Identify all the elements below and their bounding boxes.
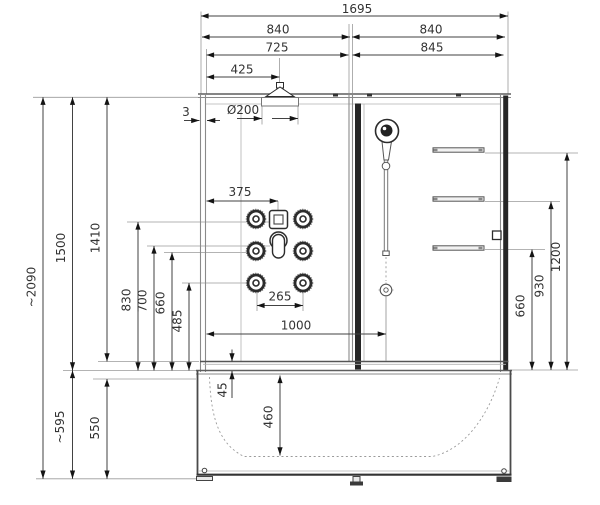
- shelves: [432, 147, 485, 251]
- svg-text:1695: 1695: [342, 2, 373, 16]
- jet: [245, 272, 267, 294]
- svg-text:45: 45: [216, 382, 230, 397]
- svg-text:845: 845: [421, 41, 444, 55]
- dim-glass-thickness: 3: [182, 105, 220, 124]
- svg-text:830: 830: [120, 289, 134, 312]
- dim-cabin-inner-height: 1410: [89, 97, 110, 362]
- cabin-frame: [198, 93, 511, 372]
- leader-lines: [33, 11, 578, 480]
- door-handle: [491, 230, 502, 241]
- tub-screw: [501, 468, 507, 474]
- svg-text:660: 660: [154, 292, 168, 315]
- door-roller: [333, 93, 338, 97]
- control-panel: [268, 209, 289, 259]
- svg-text:485: 485: [171, 310, 185, 333]
- svg-text:1500: 1500: [54, 233, 68, 264]
- tub-inner-outline: [209, 376, 500, 457]
- svg-text:Ø200: Ø200: [227, 103, 259, 117]
- dim-cabin-height: 1500: [54, 97, 76, 371]
- jet: [292, 208, 314, 230]
- dim-head-diameter: Ø200: [227, 103, 298, 122]
- dim-jet-row-bot: 485: [171, 283, 192, 371]
- dim-outlet-offset: 1000: [206, 319, 386, 337]
- dim-tub-height: ~595: [53, 370, 76, 479]
- svg-text:725: 725: [266, 41, 289, 55]
- door-roller: [367, 93, 372, 97]
- dim-total-height: ~2090: [25, 97, 46, 479]
- jet: [292, 272, 314, 294]
- dim-apron-height: 550: [88, 379, 110, 479]
- dim-rim-gap: 45: [216, 349, 235, 398]
- dim-panel-offset: 375: [206, 185, 278, 204]
- bathtub: [196, 369, 512, 486]
- mixer-lever: [271, 233, 286, 259]
- jet: [245, 240, 267, 262]
- tub-foot-left: [196, 476, 213, 481]
- dim-shelf-mid: 930: [533, 201, 554, 370]
- dim-jet-row-mid: 660: [154, 252, 175, 371]
- svg-text:3: 3: [182, 105, 190, 119]
- svg-text:1000: 1000: [281, 319, 312, 333]
- dim-shelf-bot: 660: [514, 249, 535, 370]
- svg-text:930: 930: [533, 275, 547, 298]
- jet: [292, 240, 314, 262]
- dim-inner-right: 845: [352, 41, 504, 58]
- svg-text:840: 840: [267, 23, 290, 37]
- rail-slider: [381, 161, 391, 171]
- tub-foot-right: [496, 476, 512, 482]
- dim-section-left: 840: [202, 23, 350, 40]
- jet: [245, 208, 267, 230]
- svg-text:265: 265: [269, 290, 292, 304]
- dim-tub-depth: 460: [262, 375, 283, 456]
- dim-jet-spacing: 265: [257, 290, 303, 309]
- dim-section-right: 840: [352, 23, 505, 40]
- svg-text:425: 425: [231, 63, 254, 77]
- tub-screw: [201, 467, 208, 474]
- svg-text:1410: 1410: [89, 223, 103, 254]
- svg-text:460: 460: [262, 406, 276, 429]
- dim-inner-left: 725: [206, 41, 349, 58]
- tub-foot-center-pad: [350, 481, 363, 486]
- svg-text:375: 375: [229, 185, 252, 199]
- svg-text:840: 840: [420, 23, 443, 37]
- dim-shelf-top: 1200: [549, 153, 570, 370]
- ceiling-shower-head: [261, 82, 299, 107]
- door-seal-bar: [355, 103, 361, 370]
- svg-text:~595: ~595: [53, 411, 67, 444]
- dim-jet-row-top: 830: [120, 222, 141, 371]
- svg-text:700: 700: [136, 290, 150, 313]
- massage-jets: [245, 208, 314, 294]
- hand-shower: [374, 118, 400, 361]
- door-roller: [456, 93, 461, 97]
- tub-foot-center: [352, 476, 361, 483]
- right-glass-bar: [503, 95, 509, 371]
- svg-text:~2090: ~2090: [25, 267, 39, 308]
- svg-text:660: 660: [514, 295, 528, 318]
- dim-mixer-height: 700: [136, 246, 157, 371]
- dim-head-offset: 425: [206, 63, 280, 80]
- dim-overall-width: 1695: [201, 2, 508, 19]
- svg-text:550: 550: [88, 417, 102, 440]
